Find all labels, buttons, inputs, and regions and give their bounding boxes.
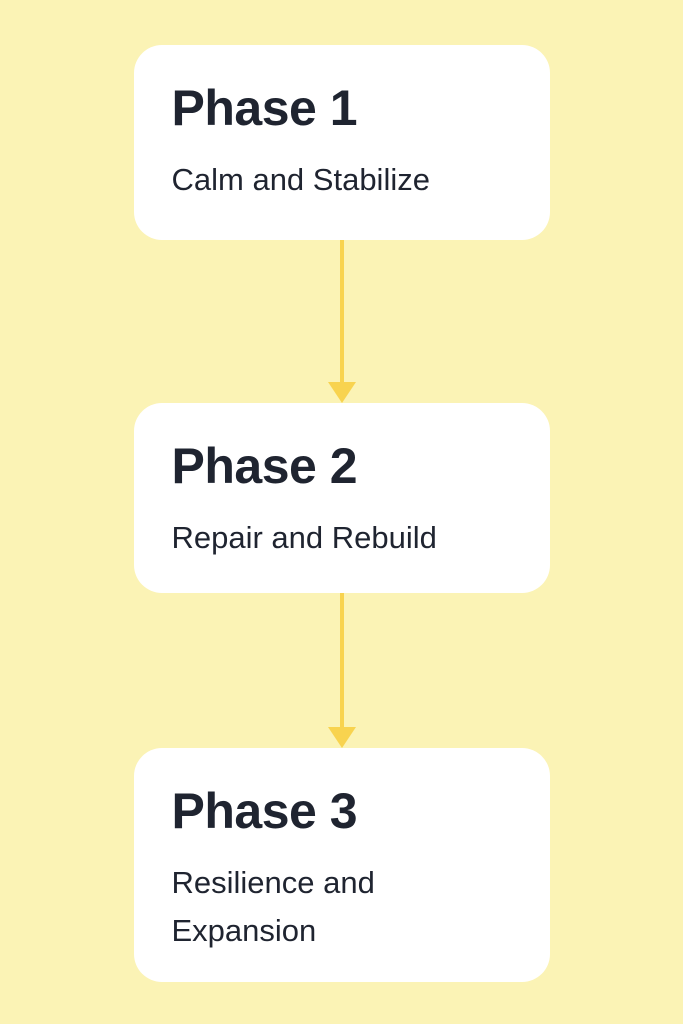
phase-2-title: Phase 2 — [171, 438, 358, 494]
phase-1-title: Phase 1 — [171, 80, 358, 136]
arrow-head — [327, 382, 356, 403]
phase-3-subtitle: Resilience and Expansion — [171, 865, 375, 949]
phase-2-subtitle: Repair and Rebuild — [171, 520, 437, 555]
phase-3-title: Phase 3 — [171, 783, 358, 839]
phase-card-2: Phase 2 Repair and Rebuild — [133, 403, 550, 593]
phase-1-subtitle: Calm and Stabilize — [171, 162, 430, 197]
arrow-head — [327, 727, 356, 748]
arrow-line — [339, 240, 344, 382]
down-arrow-icon — [327, 593, 356, 748]
down-arrow-icon — [327, 240, 356, 403]
phase-card-3: Phase 3 Resilience and Expansion — [133, 748, 550, 982]
phase-card-1: Phase 1 Calm and Stabilize — [133, 45, 550, 240]
arrow-line — [339, 593, 344, 727]
